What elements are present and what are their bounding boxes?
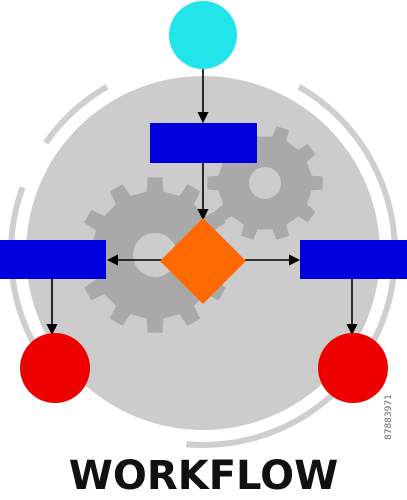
end-node-left bbox=[20, 333, 90, 403]
side-id-label: 87883971 bbox=[384, 394, 394, 440]
decision-diamond bbox=[160, 218, 246, 304]
start-node bbox=[169, 1, 237, 69]
end-node-right bbox=[318, 333, 388, 403]
process-step-right bbox=[300, 240, 407, 279]
decorative-ring bbox=[186, 84, 398, 448]
gear-hole bbox=[249, 167, 281, 199]
workflow-title: WORKFLOW bbox=[68, 453, 339, 499]
decorative-ring bbox=[43, 84, 109, 145]
process-step-top bbox=[150, 123, 257, 163]
process-step-left bbox=[0, 240, 106, 279]
